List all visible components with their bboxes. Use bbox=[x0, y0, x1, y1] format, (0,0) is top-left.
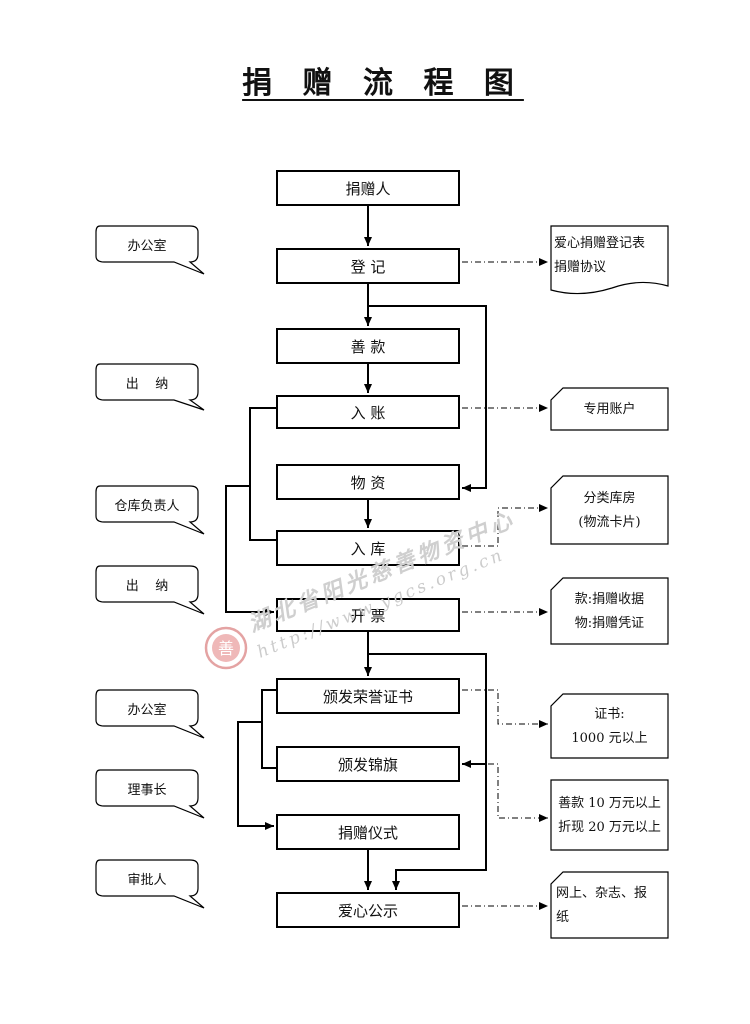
doc-register-line-2: 捐赠协议 bbox=[554, 260, 607, 275]
role-warehouse-manager: 仓库负责人 bbox=[114, 498, 180, 514]
role-chairman: 理事长 bbox=[127, 782, 167, 798]
doc-shape-register bbox=[550, 225, 669, 295]
role-office-1: 办公室 bbox=[127, 238, 167, 254]
doc-media-line-2: 纸 bbox=[556, 910, 570, 925]
doc-receipt-line-1: 款:捐赠收据 bbox=[574, 592, 645, 607]
doc-certificate: 证书: 1000 元以上 bbox=[551, 696, 668, 758]
arrow-register-goods bbox=[367, 284, 487, 492]
arrow-entry-invoice bbox=[225, 485, 274, 616]
step-goods: 物 资 bbox=[276, 464, 460, 500]
step-storage: 入 库 bbox=[276, 530, 460, 566]
doc-shape-warehouse bbox=[550, 475, 669, 545]
role-cashier-1: 出 纳 bbox=[125, 376, 169, 392]
doc-warehouse: 分类库房 (物流卡片) bbox=[551, 478, 668, 544]
arrow-invoice-publicity bbox=[368, 653, 487, 890]
step-publicity: 爱心公示 bbox=[276, 892, 460, 928]
doc-account: 专用账户 bbox=[551, 390, 668, 430]
callout-shape-cashier-2 bbox=[95, 565, 205, 615]
doc-shape-cert bbox=[550, 693, 669, 759]
line-cert-banner bbox=[261, 689, 276, 769]
page-title: 捐 赠 流 程 图 bbox=[242, 66, 524, 101]
doc-certificate-line-2: 1000 元以上 bbox=[571, 731, 648, 746]
arrow-to-ceremony bbox=[237, 721, 274, 830]
callout-shape-cashier-1 bbox=[95, 363, 205, 411]
line-entry-storage bbox=[249, 407, 276, 541]
doc-shape-account bbox=[550, 387, 669, 431]
doc-banner-line-1: 善款 10 万元以上 bbox=[558, 796, 661, 811]
doc-account-line: 专用账户 bbox=[583, 402, 636, 417]
doc-shape-banner bbox=[550, 779, 669, 851]
doc-register-line-1: 爱心捐赠登记表 bbox=[554, 236, 646, 251]
doc-shape-receipt bbox=[550, 577, 669, 645]
dash-cert-doc bbox=[462, 689, 548, 728]
step-ceremony: 捐赠仪式 bbox=[276, 814, 460, 850]
callout-shape-office-1 bbox=[95, 225, 205, 275]
doc-receipt-line-2: 物:捐赠凭证 bbox=[574, 616, 645, 631]
role-office-2: 办公室 bbox=[127, 702, 167, 718]
doc-media-line-1: 网上、杂志、报 bbox=[556, 886, 648, 901]
callout-shape-office-2 bbox=[95, 689, 205, 739]
doc-certificate-line-1: 证书: bbox=[594, 707, 625, 722]
doc-register: 爱心捐赠登记表 捐赠协议 bbox=[554, 228, 666, 284]
step-banner: 颁发锦旗 bbox=[276, 746, 460, 782]
step-funds: 善 款 bbox=[276, 328, 460, 364]
doc-banner-line-2: 折现 20 万元以上 bbox=[558, 820, 661, 835]
callout-shape-warehouse bbox=[95, 485, 205, 535]
role-approver: 审批人 bbox=[127, 872, 167, 888]
step-certificate: 颁发荣誉证书 bbox=[276, 678, 460, 714]
dash-banner-doc bbox=[462, 763, 548, 822]
dash-storage-warehouse bbox=[462, 504, 548, 547]
step-entry: 入 账 bbox=[276, 395, 460, 429]
doc-warehouse-line-1: 分类库房 bbox=[583, 491, 636, 506]
doc-shape-media bbox=[550, 871, 669, 939]
callout-shape-chairman bbox=[95, 769, 205, 819]
callout-shape-approver bbox=[95, 859, 205, 909]
step-register: 登 记 bbox=[276, 248, 460, 284]
role-cashier-2: 出 纳 bbox=[125, 578, 169, 594]
doc-receipt: 款:捐赠收据 物:捐赠凭证 bbox=[551, 580, 668, 644]
step-donor: 捐赠人 bbox=[276, 170, 460, 206]
doc-media: 网上、杂志、报 纸 bbox=[556, 874, 666, 938]
step-invoice: 开 票 bbox=[276, 598, 460, 632]
doc-banner: 善款 10 万元以上 折现 20 万元以上 bbox=[551, 782, 668, 850]
doc-warehouse-line-2: (物流卡片) bbox=[578, 515, 641, 530]
